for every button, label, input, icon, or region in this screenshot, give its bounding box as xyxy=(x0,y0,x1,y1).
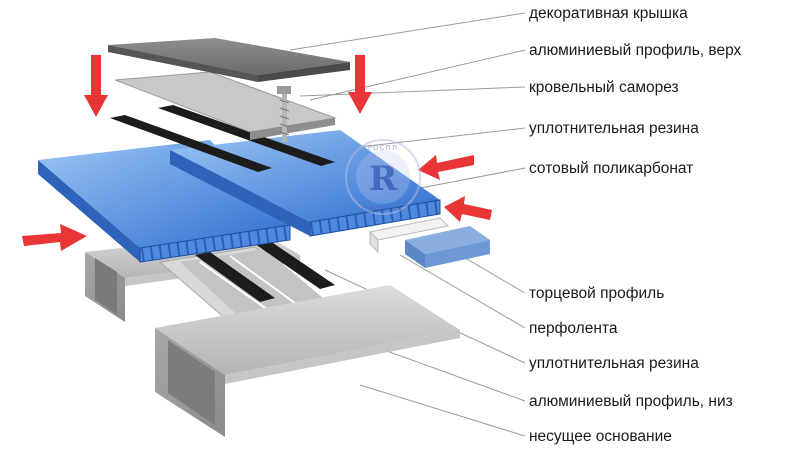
decorative-cover xyxy=(108,38,350,82)
polycarbonate-sheet-right xyxy=(170,130,441,237)
label-support-base: несущее основание xyxy=(529,428,672,445)
label-aluminium-profile-bottom: алюминиевый профиль, низ xyxy=(529,393,733,410)
label-polycarbonate: сотовый поликарбонат xyxy=(529,160,694,177)
label-perforated-tape: перфолента xyxy=(529,320,618,337)
roofing-screw xyxy=(277,86,291,142)
sealing-rubber-bottom xyxy=(195,241,335,302)
label-end-profile: торцевой профиль xyxy=(529,285,665,302)
label-roofing-screw: кровельный саморез xyxy=(529,79,679,96)
arrow-down-right xyxy=(348,55,372,114)
arrow-left-lower xyxy=(444,196,492,222)
sealing-rubber-top xyxy=(110,105,335,172)
assembly-arrows xyxy=(22,55,492,251)
label-sealing-rubber-bottom: уплотнительная резина xyxy=(529,355,699,372)
label-decorative-cover: декоративная крышка xyxy=(529,5,688,22)
watermark-logo: R РОСПЛ ПЛАСТИК xyxy=(345,139,421,215)
arrow-left-upper xyxy=(418,155,474,180)
label-aluminium-profile-top: алюминиевый профиль, верх xyxy=(529,42,742,59)
watermark-letter: R xyxy=(369,159,398,199)
arrow-right-lower xyxy=(22,224,87,251)
end-profile xyxy=(405,226,490,268)
label-sealing-rubber-top: уплотнительная резина xyxy=(529,120,699,137)
support-beam-front xyxy=(155,285,460,437)
watermark-top-text: РОСПЛ xyxy=(368,144,398,152)
arrow-down-left xyxy=(84,55,108,117)
watermark-bottom-text: ПЛАСТИК xyxy=(362,205,404,213)
aluminium-profile-top xyxy=(114,71,337,140)
perforated-tape xyxy=(368,217,450,254)
